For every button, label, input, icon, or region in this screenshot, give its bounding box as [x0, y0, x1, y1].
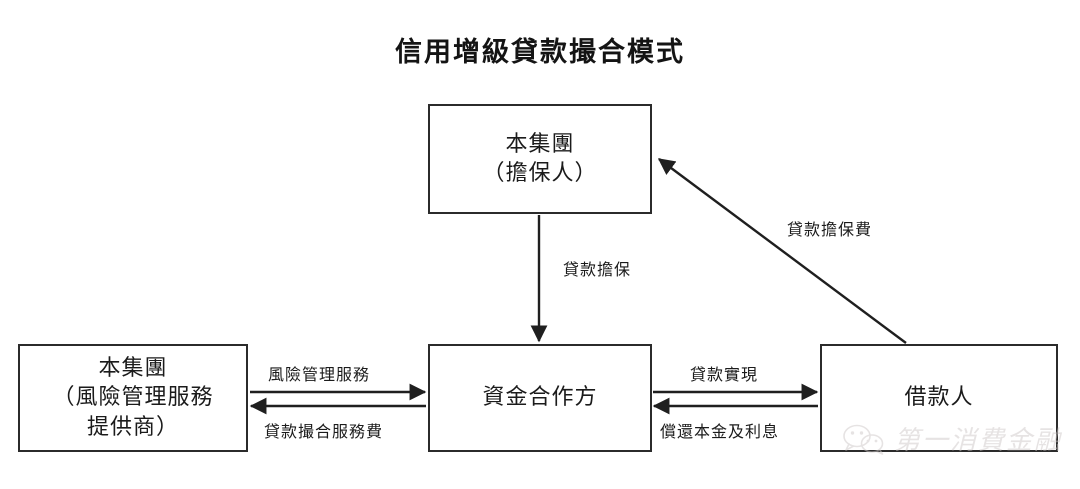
edge-label-loan-matching-service-fee: 貸款撮合服務費 — [264, 422, 384, 441]
edge-guarantee-fee — [657, 158, 907, 344]
edge-label-repay-principal-interest: 償還本金及利息 — [660, 422, 780, 441]
node-funding-partner[interactable]: 資金合作方 — [428, 344, 652, 452]
node-risk-line1: 本集團 — [98, 356, 168, 382]
node-guarantor[interactable]: 本集團 （擔保人） — [428, 104, 652, 214]
edge-label-loan-guarantee: 貸款擔保 — [563, 260, 632, 279]
node-risk-management-provider[interactable]: 本集團 （風險管理服務 提供商） — [18, 344, 248, 452]
node-borrower-line1: 借款人 — [904, 385, 974, 411]
edge-label-risk-management-service: 風險管理服務 — [268, 365, 371, 384]
node-guarantor-line2: （擔保人） — [482, 161, 598, 186]
page-title: 信用增級貸款撮合模式 — [395, 37, 685, 68]
node-risk-line3: 提供商） — [86, 414, 179, 440]
node-risk-line2: （風險管理服務 — [52, 385, 214, 411]
edge-label-guarantee-fee: 貸款擔保費 — [787, 220, 873, 239]
node-guarantor-line1: 本集團 — [505, 131, 575, 157]
node-funding-line1: 資金合作方 — [482, 385, 598, 411]
node-borrower[interactable]: 借款人 — [820, 344, 1058, 452]
edge-label-loan-disbursement: 貸款實現 — [690, 365, 759, 384]
